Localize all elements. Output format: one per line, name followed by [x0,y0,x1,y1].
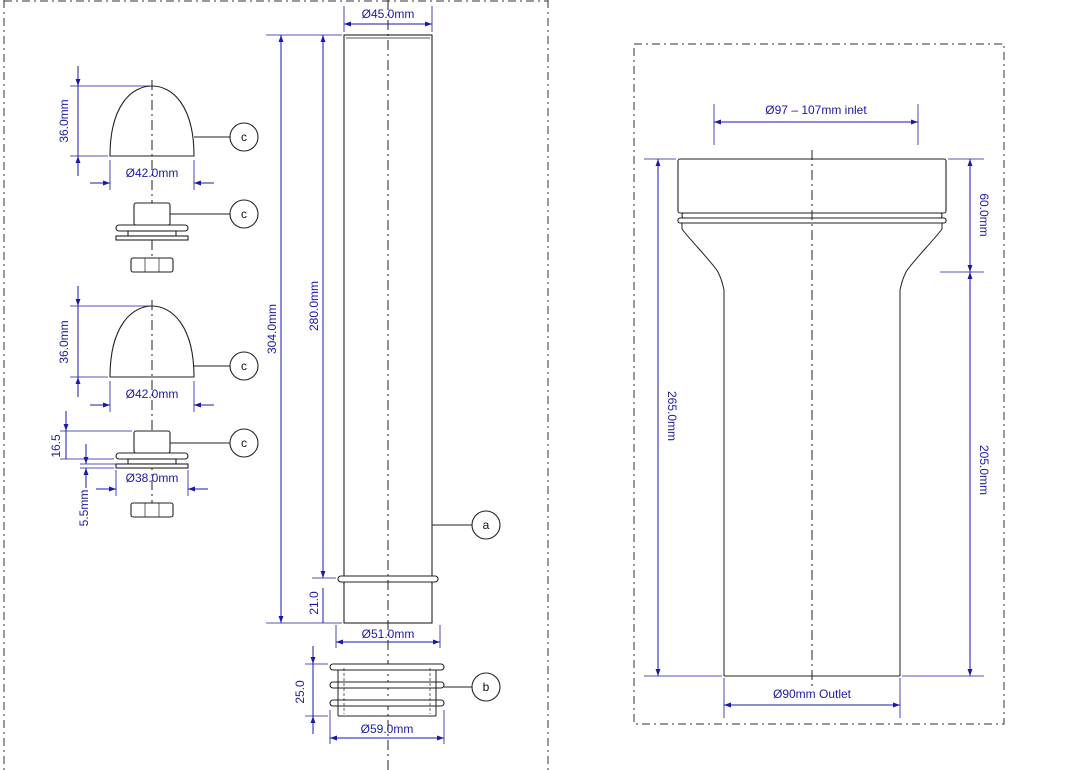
svg-text:Ø90mm Outlet: Ø90mm Outlet [773,687,852,701]
cap-1-height-dimension: 36.0mm [57,66,150,176]
svg-text:c: c [241,130,247,144]
callout-cap-2: c [194,351,259,381]
outlet-diameter-dimension: Ø90mm Outlet [723,678,901,718]
svg-text:Ø38.0mm: Ø38.0mm [126,471,179,485]
svg-text:205.0mm: 205.0mm [977,445,991,495]
collar-b [329,663,445,717]
svg-text:c: c [241,436,247,450]
svg-text:c: c [241,359,247,373]
right-view: Ø97 – 107mm inlet Ø90mm Outlet 265.0mm 6… [633,43,1005,725]
body-height-dimension: 205.0mm [902,272,991,677]
svg-text:36.0mm: 36.0mm [57,320,71,363]
pan-connector [677,150,947,690]
callout-fitting-2: c [170,428,259,458]
left-view: Ø45.0mm 304.0mm 280.0mm 21.0 Ø51.0mm [3,0,549,770]
cap-2 [109,300,195,518]
svg-text:60.0mm: 60.0mm [977,193,991,236]
fitting-2-height-dimension: 16.5 [49,411,132,460]
end-diameter-dimension: Ø51.0mm [335,625,441,648]
pipe-diameter-label: Ø45.0mm [362,7,415,21]
overall-height-dimension: 265.0mm [644,158,722,677]
pipe-diameter-dimension: Ø45.0mm [343,6,433,32]
cap-1-diameter-dimension: Ø42.0mm [90,160,214,190]
end-length-label: 21.0 [307,591,321,615]
svg-text:Ø42.0mm: Ø42.0mm [126,166,179,180]
svg-text:c: c [241,207,247,221]
fitting-2 [115,430,189,518]
overall-length-dimension: 304.0mm [265,34,342,624]
callout-collar: b [444,672,501,702]
collar-height-label: 25.0 [293,680,307,704]
inner-length-label: 280.0mm [307,281,321,331]
svg-text:5.5mm: 5.5mm [77,490,91,527]
cap-2-height-dimension: 36.0mm [57,286,150,397]
washer-thickness-dimension: 5.5mm [77,444,126,526]
svg-text:Ø42.0mm: Ø42.0mm [126,387,179,401]
end-diameter-label: Ø51.0mm [362,627,415,641]
cap-2-diameter-dimension: Ø42.0mm [90,381,214,412]
end-length-dimension: 21.0 [307,588,324,623]
svg-text:a: a [483,518,490,532]
pipe-a [337,0,439,770]
callout-cap-1: c [194,122,259,152]
inlet-height-dimension: 60.0mm [940,158,991,273]
inner-length-dimension: 280.0mm [307,35,336,579]
svg-text:b: b [483,680,490,694]
svg-text:16.5: 16.5 [49,434,63,458]
inlet-diameter-dimension: Ø97 – 107mm inlet [713,103,919,145]
svg-text:Ø97 – 107mm inlet: Ø97 – 107mm inlet [765,103,867,117]
svg-text:36.0mm: 36.0mm [57,99,71,142]
overall-length-label: 304.0mm [265,304,279,354]
callout-pipe: a [432,510,501,540]
collar-diameter-label: Ø59.0mm [361,722,414,736]
callout-fitting-1: c [170,199,259,229]
fitting-1 [115,202,189,273]
collar-height-dimension: 25.0 [293,646,328,734]
fitting-2-diameter-dimension: Ø38.0mm [96,470,208,496]
collar-diameter-dimension: Ø59.0mm [329,710,445,744]
svg-text:265.0mm: 265.0mm [665,391,679,441]
